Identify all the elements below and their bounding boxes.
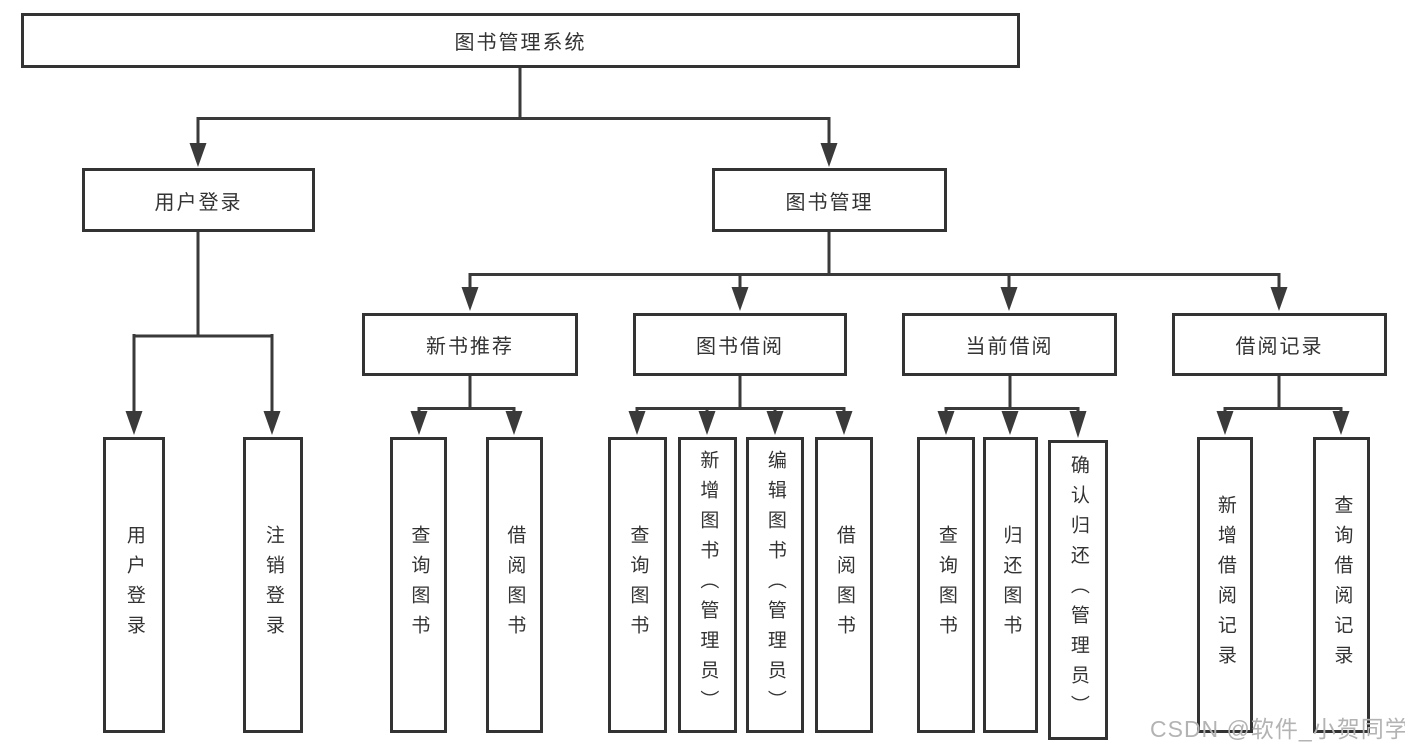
watermark: CSDN @软件_小贺同学: [1150, 716, 1405, 742]
leaf-query-books-3: 查询图书: [917, 437, 975, 733]
leaf-user-login: 用户登录: [103, 437, 165, 733]
leaf-add-book-admin-label: 新增图书（管理员）: [697, 450, 719, 720]
leaf-logout: 注销登录: [243, 437, 303, 733]
leaf-add-borrow-record: 新增借阅记录: [1197, 437, 1253, 733]
root-node-label: 图书管理系统: [454, 32, 587, 54]
leaf-edit-book-admin-label: 编辑图书（管理员）: [764, 450, 786, 720]
leaf-query-books-2: 查询图书: [608, 437, 667, 733]
leaf-query-books-1-label: 查询图书: [408, 525, 430, 645]
leaf-add-borrow-record-label: 新增借阅记录: [1214, 495, 1236, 675]
leaf-edit-book-admin: 编辑图书（管理员）: [746, 437, 804, 733]
leaf-query-books-2-label: 查询图书: [627, 525, 649, 645]
leaf-borrow-books-2-label: 借阅图书: [833, 525, 855, 645]
leaf-return-books: 归还图书: [983, 437, 1038, 733]
node-current-borrowing: 当前借阅: [902, 313, 1117, 376]
node-current-borrowing-label: 当前借阅: [965, 336, 1054, 358]
node-book-borrowing: 图书借阅: [633, 313, 847, 376]
leaf-add-book-admin: 新增图书（管理员）: [678, 437, 737, 733]
node-book-management: 图书管理: [712, 168, 947, 232]
leaf-confirm-return-admin-label: 确认归还（管理员）: [1067, 455, 1089, 725]
node-book-management-label: 图书管理: [785, 191, 874, 214]
leaf-borrow-books-2: 借阅图书: [815, 437, 873, 733]
node-user-login: 用户登录: [82, 168, 315, 232]
leaf-user-login-label: 用户登录: [123, 525, 145, 645]
leaf-logout-label: 注销登录: [262, 525, 284, 645]
leaf-borrow-books-1: 借阅图书: [486, 437, 543, 733]
node-new-book-recommendation: 新书推荐: [362, 313, 578, 376]
root-node: 图书管理系统: [21, 13, 1020, 68]
node-user-login-label: 用户登录: [154, 191, 243, 214]
leaf-query-books-1: 查询图书: [390, 437, 447, 733]
leaf-query-borrow-record: 查询借阅记录: [1313, 437, 1370, 733]
leaf-borrow-books-1-label: 借阅图书: [504, 525, 526, 645]
leaf-query-books-3-label: 查询图书: [935, 525, 957, 645]
node-borrowing-records-label: 借阅记录: [1235, 336, 1324, 358]
leaf-return-books-label: 归还图书: [1000, 525, 1022, 645]
leaf-query-borrow-record-label: 查询借阅记录: [1331, 495, 1353, 675]
leaf-confirm-return-admin: 确认归还（管理员）: [1048, 440, 1108, 740]
arrowhead-group: [125, 143, 1350, 438]
node-new-book-recommendation-label: 新书推荐: [426, 336, 514, 358]
node-borrowing-records: 借阅记录: [1172, 313, 1387, 376]
node-book-borrowing-label: 图书借阅: [696, 336, 784, 358]
